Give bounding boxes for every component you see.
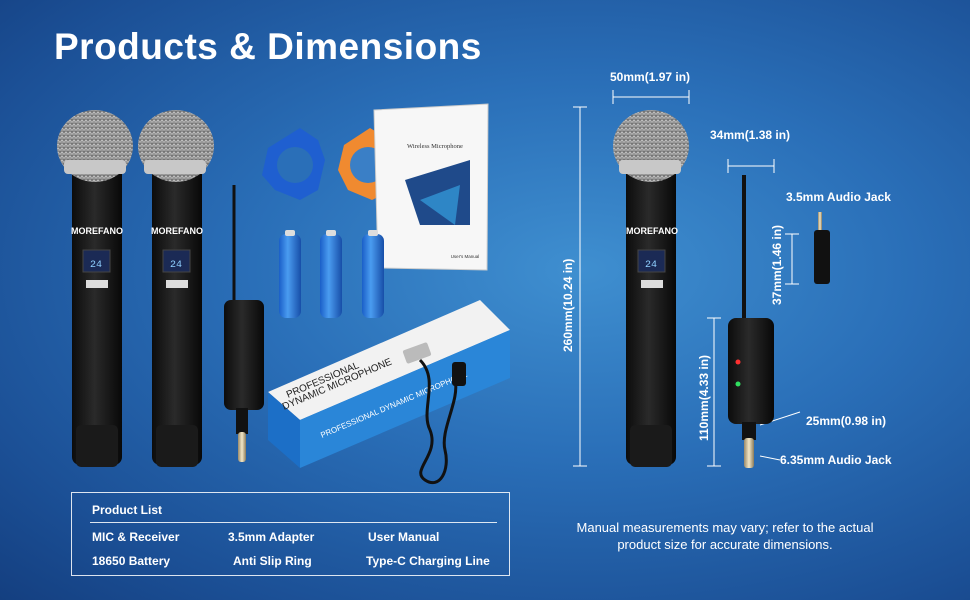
receiver-left: [224, 185, 264, 462]
mic-display-value: 24: [170, 260, 182, 271]
page-title: Products & Dimensions: [54, 26, 482, 67]
adapter-3-5mm: [814, 212, 830, 284]
user-manual: Wireless Microphone User's Manual: [373, 103, 489, 271]
product-list-item: MIC & Receiver: [92, 530, 180, 544]
product-list-box: Product List MIC & Receiver 3.5mm Adapte…: [71, 492, 510, 576]
product-box: PROFESSIONAL DYNAMIC MICROPHONE PROFESSI…: [268, 300, 510, 468]
receiver-right: [728, 175, 774, 468]
mic-brand-label: MOREFANO: [71, 226, 123, 236]
mic-height-label: 260mm(10.24 in): [561, 258, 575, 352]
battery-2: [320, 230, 342, 318]
product-list-item: 3.5mm Adapter: [228, 530, 315, 544]
adapter-height-label: 37mm(1.46 in): [770, 224, 784, 305]
mic-display-value: 24: [645, 260, 657, 271]
mic-brand-label: MOREFANO: [151, 226, 203, 236]
product-list-item: Type-C Charging Line: [366, 554, 490, 568]
jack-label: 6.35mm Audio Jack: [780, 453, 892, 467]
battery-3: [362, 230, 384, 318]
manual-title: Wireless Microphone: [407, 143, 463, 150]
receiver-width-label: 34mm(1.38 in): [710, 128, 791, 142]
product-list-item: 18650 Battery: [92, 554, 171, 568]
product-list-title: Product List: [92, 503, 163, 517]
mic-display-value: 24: [90, 260, 102, 271]
mic-width-label: 50mm(1.97 in): [610, 70, 691, 84]
microphone-right: MOREFANO 24: [613, 110, 689, 467]
adapter-jack-label: 3.5mm Audio Jack: [786, 190, 891, 204]
receiver-green-led: [735, 381, 741, 387]
jack-width-label: 25mm(0.98 in): [806, 414, 887, 428]
receiver-height-label: 110mm(4.33 in): [697, 354, 711, 441]
microphone-middle: MOREFANO 24: [138, 110, 214, 467]
manual-footer: User's Manual: [451, 254, 480, 259]
mic-brand-label: MOREFANO: [626, 226, 678, 236]
anti-slip-ring-blue: [262, 128, 325, 200]
product-list-item: User Manual: [368, 530, 440, 544]
microphone-left: MOREFANO 24: [57, 110, 133, 467]
product-list-item: Anti Slip Ring: [233, 554, 312, 568]
type-c-cable: [402, 342, 466, 484]
battery-1: [279, 230, 301, 318]
measurement-note: Manual measurements may vary; refer to t…: [576, 520, 874, 552]
dimension-lines: [573, 90, 801, 467]
receiver-red-led: [735, 359, 741, 365]
product-list-divider: [90, 522, 497, 523]
